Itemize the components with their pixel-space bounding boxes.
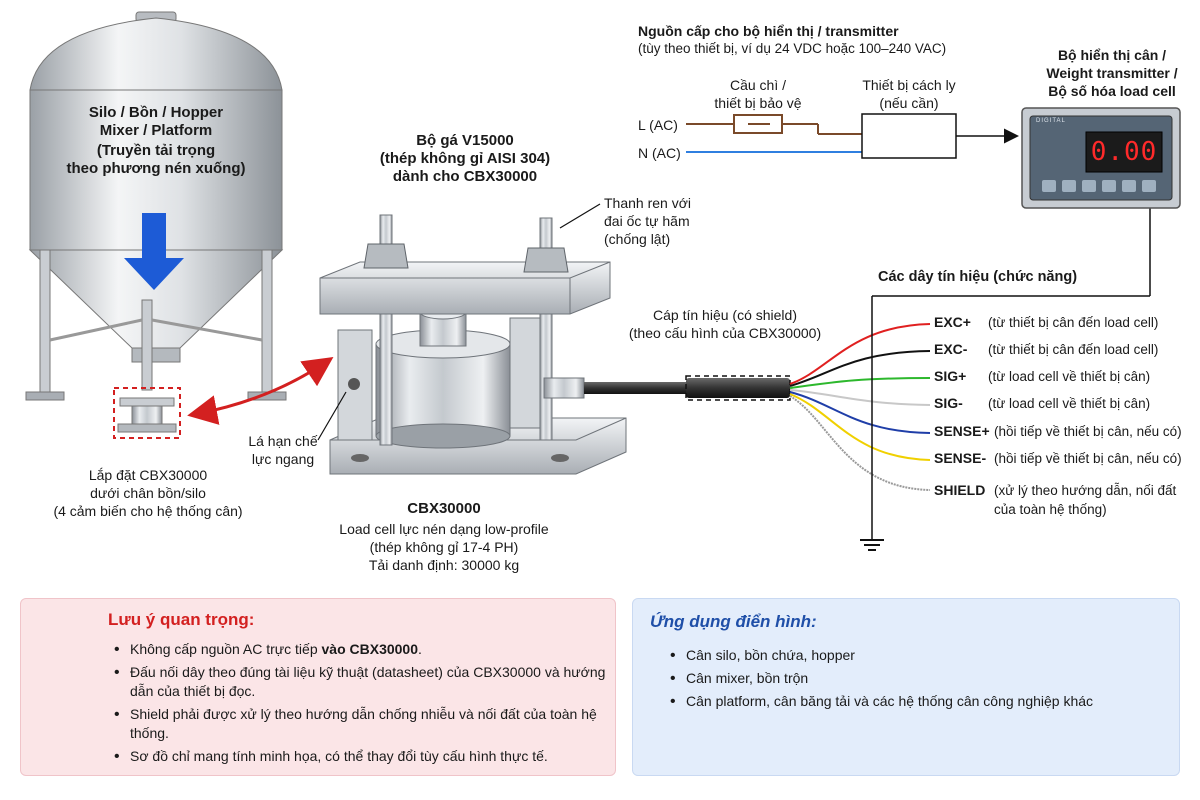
line-l-label: L (AC) bbox=[638, 117, 678, 133]
application-item: Cân silo, bồn chứa, hopper bbox=[670, 646, 1186, 665]
wire-fanout bbox=[789, 323, 931, 491]
cable-label: Cáp tín hiệu (có shield) (theo cấu hình … bbox=[628, 307, 822, 341]
warning-item: Đấu nối dây theo đúng tài liệu kỹ thuật … bbox=[114, 663, 620, 701]
signal-desc: (từ thiết bị cân đến load cell) bbox=[988, 315, 1159, 330]
signal-code: EXC+ bbox=[934, 314, 971, 330]
mount-illustration bbox=[319, 214, 627, 475]
signal-desc: (hồi tiếp về thiết bị cân, nếu có) bbox=[994, 451, 1182, 466]
rod-leader bbox=[559, 203, 601, 229]
signal-desc: (xử lý theo hướng dẫn, nối đất bbox=[994, 483, 1177, 498]
warning-title: Lưu ý quan trọng: bbox=[108, 610, 255, 629]
rod-label: Thanh ren với đai ốc tự hãm (chống lật) bbox=[604, 195, 692, 247]
force-arrow-icon bbox=[124, 213, 184, 290]
silo-subtitle: (Truyền tải trọng theo phương nén xuống) bbox=[66, 142, 246, 177]
silo-title: Silo / Bồn / Hopper Mixer / Platform bbox=[88, 104, 224, 139]
indicator-display: 0.00 bbox=[1090, 137, 1158, 167]
signal-code: SIG+ bbox=[934, 368, 967, 384]
loadcell-desc: Load cell lực nén dạng low-profile (thép… bbox=[339, 521, 549, 573]
plate-leader bbox=[317, 391, 347, 441]
signal-desc: (từ thiết bị cân đến load cell) bbox=[988, 342, 1159, 357]
signal-desc: của toàn hệ thống) bbox=[994, 502, 1107, 517]
silo-illustration bbox=[25, 11, 287, 439]
power-subtitle: (tùy theo thiết bị, ví dụ 24 VDC hoặc 10… bbox=[638, 41, 947, 56]
warning-item: Shield phải được xử lý theo hướng dẫn ch… bbox=[114, 705, 620, 743]
plate-label: Lá hạn chế lực ngang bbox=[248, 433, 318, 467]
signal-cable bbox=[584, 382, 704, 394]
fuse-label: Cầu chì / thiết bị bảo vệ bbox=[714, 77, 802, 111]
line-n-label: N (AC) bbox=[638, 145, 681, 161]
application-item: Cân platform, cân băng tải và các hệ thố… bbox=[670, 692, 1186, 711]
applications-list: Cân silo, bồn chứa, hopper Cân mixer, bồ… bbox=[668, 646, 1186, 715]
indicator-title: Bộ hiển thị cân / Weight transmitter / B… bbox=[1046, 47, 1178, 99]
signal-code: SENSE+ bbox=[934, 423, 990, 439]
signal-code: SHIELD bbox=[934, 482, 986, 498]
loadcell-model: CBX30000 bbox=[407, 500, 481, 517]
signals-title: Các dây tín hiệu (chức năng) bbox=[878, 269, 1078, 285]
isolator-label: Thiết bị cách ly (nếu cần) bbox=[862, 77, 956, 111]
install-note: Lắp đặt CBX30000 dưới chân bồn/silo (4 c… bbox=[53, 467, 243, 519]
zoom-arrow bbox=[187, 356, 334, 425]
application-item: Cân mixer, bồn trộn bbox=[670, 669, 1186, 688]
indicator-brand: DIGITAL bbox=[1036, 118, 1066, 124]
applications-title: Ứng dụng điển hình: bbox=[650, 612, 817, 631]
power-title: Nguồn cấp cho bộ hiển thị / transmitter bbox=[638, 23, 899, 39]
ground-icon bbox=[860, 528, 884, 551]
indicator-device bbox=[1021, 107, 1181, 209]
signal-desc: (từ load cell về thiết bị cân) bbox=[988, 369, 1151, 384]
signal-bracket bbox=[871, 208, 1151, 528]
signal-code: SENSE- bbox=[934, 450, 987, 466]
mount-title: Bộ gá V15000 (thép không gỉ AISI 304) dà… bbox=[379, 132, 551, 185]
warning-item: Không cấp nguồn AC trực tiếp vào CBX3000… bbox=[114, 640, 620, 659]
signal-code: EXC- bbox=[934, 341, 968, 357]
signal-desc: (từ load cell về thiết bị cân) bbox=[988, 396, 1151, 411]
signal-desc: (hồi tiếp về thiết bị cân, nếu có) bbox=[994, 424, 1182, 439]
warning-list: Không cấp nguồn AC trực tiếp vào CBX3000… bbox=[112, 640, 620, 770]
power-wiring bbox=[686, 113, 1019, 159]
warning-item: Sơ đồ chỉ mang tính minh họa, có thể tha… bbox=[114, 747, 620, 766]
signal-code: SIG- bbox=[934, 395, 963, 411]
